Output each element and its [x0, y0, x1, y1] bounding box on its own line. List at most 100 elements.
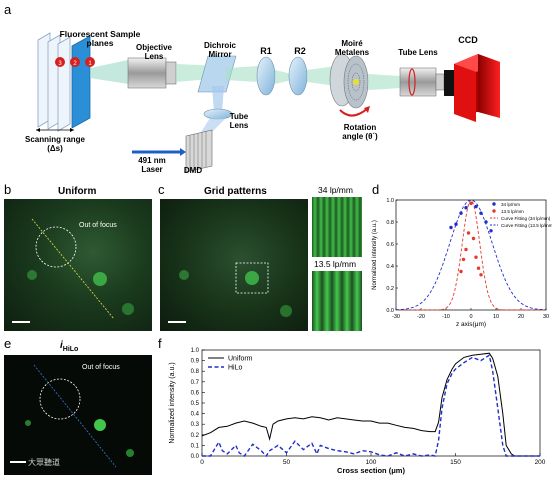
legend-label-f: Uniform	[228, 356, 253, 363]
x-tick-label-d: 20	[518, 314, 524, 320]
roi-box	[235, 262, 269, 294]
moire-metalens	[329, 53, 369, 109]
label-out-of-focus-e: Out of focus	[82, 364, 120, 371]
dichroic-mirror	[197, 55, 237, 93]
watermark: 大眾聽道	[28, 458, 60, 467]
label-scanning-range: Scanning range	[24, 135, 85, 144]
plot-frame-f	[201, 349, 541, 457]
x-axis-label-d: z axis(μm)	[456, 321, 486, 328]
title-hilo: iHiLo	[60, 340, 78, 353]
relay-lens-r2	[288, 56, 308, 96]
y-tick-label-d: 0.4	[386, 264, 394, 270]
data-point-d	[474, 255, 478, 259]
x-tick-label-d: 0	[469, 314, 472, 320]
y-tick-label-f: 0.4	[191, 412, 200, 418]
y-tick-label-d: 0.0	[386, 308, 394, 314]
plane-marker-3	[55, 57, 65, 67]
title-uniform: Uniform	[58, 186, 97, 197]
x-axis-label-f: Cross section (μm)	[337, 466, 405, 475]
optical-schematic: 3 2 1	[36, 32, 500, 173]
data-point-d	[459, 211, 463, 215]
label-fluorescent-sample-planes: Fluorescent Sample planes	[59, 29, 141, 48]
fit-curve-d	[396, 199, 546, 311]
y-tick-label-d: 0.8	[386, 220, 394, 226]
panel-label-a: a	[4, 2, 12, 17]
ccd-camera	[444, 54, 500, 122]
y-tick-label-f: 0.6	[191, 390, 200, 396]
panel-label-e: e	[4, 336, 12, 351]
beam-sample-objective	[90, 60, 128, 84]
y-tick-label-f: 0.9	[191, 359, 200, 365]
y-axis-label-d: Normalized intensity (a.u.)	[372, 220, 378, 290]
data-point-d	[474, 204, 478, 209]
hilo-image: Out of focus 大眾聽道	[4, 355, 152, 475]
label-rotation-angle: Rotation angle (θ´)	[342, 123, 378, 141]
label-moire-metalens: Moiré Metalens	[334, 39, 370, 57]
y-tick-label-d: 0.6	[386, 242, 394, 248]
legend-label-d: 34 lp/mm	[501, 202, 520, 207]
data-point-d	[466, 231, 471, 235]
x-tick-label-d: -10	[442, 314, 450, 320]
label-tube-lens-top: Tube Lens	[398, 48, 438, 57]
fluorescent-spot	[122, 303, 134, 315]
label-delta-s: (Δs)	[47, 144, 63, 153]
fluorescent-spot	[25, 420, 31, 426]
data-point-d	[464, 247, 468, 252]
y-tick-label-f: 0.5	[191, 401, 200, 407]
y-tick-label-f: 0.7	[191, 380, 200, 386]
label-dichroic-mirror: Dichroic Mirror	[203, 41, 236, 59]
y-tick-label-d: 1.0	[386, 198, 394, 204]
objective-lens	[127, 57, 167, 89]
fluorescent-spot	[94, 419, 106, 431]
x-tick-label-f: 50	[283, 459, 291, 466]
label-freq-135: 13.5 lp/mm	[314, 259, 357, 269]
panel-label-c: c	[158, 182, 165, 197]
legend-label-f: HiLo	[228, 365, 243, 372]
plane-marker-1	[85, 57, 95, 67]
y-tick-label-f: 0.2	[191, 433, 200, 439]
data-point-d	[464, 206, 468, 210]
uniform-image: Out of focus	[4, 199, 152, 331]
plane-number-1: 1	[88, 61, 92, 67]
title-hilo-sub: HiLo	[62, 346, 79, 353]
panel-label-b: b	[4, 182, 12, 197]
x-tick-label-d: -20	[417, 314, 425, 320]
panel-label-d: d	[372, 182, 380, 197]
data-point-d	[469, 201, 473, 205]
fluorescent-spot	[126, 449, 134, 457]
fluorescent-spot	[280, 305, 292, 317]
scale-bar-c	[168, 321, 186, 323]
legend-label-d: 13.5 lp/mm	[501, 209, 524, 214]
fit-curve-d	[395, 199, 547, 311]
label-r2: R2	[294, 46, 306, 56]
rotation-arrow	[339, 107, 369, 117]
data-point-d	[454, 222, 458, 226]
plane-marker-2	[70, 57, 80, 67]
panel-label-f: f	[158, 336, 162, 351]
scale-bar-b	[12, 321, 30, 323]
plane-number-3: 3	[58, 61, 62, 67]
data-point-d	[459, 269, 463, 274]
fluorescent-spot	[245, 271, 259, 285]
grid-image	[160, 199, 308, 331]
label-ccd: CCD	[458, 35, 478, 45]
fluorescent-spot	[179, 270, 189, 280]
data-point-d	[449, 225, 453, 230]
y-tick-label-f: 0.0	[191, 454, 200, 460]
y-tick-label-f: 0.3	[191, 422, 200, 428]
data-point-d	[479, 211, 483, 215]
out-of-focus-circle-b	[35, 226, 77, 268]
x-tick-label-d: -30	[392, 314, 400, 320]
legend-marker-d	[492, 202, 496, 206]
x-tick-label-d: 30	[543, 314, 549, 320]
x-tick-label-d: 10	[493, 314, 499, 320]
x-tick-label-f: 150	[450, 459, 461, 466]
label-freq-34: 34 lp/mm	[318, 185, 353, 195]
data-point-d	[484, 220, 488, 224]
y-axis-label-f: Normalized intensity (a.u.)	[169, 362, 176, 443]
label-r1: R1	[260, 46, 272, 56]
x-tick-label-f: 0	[200, 459, 204, 466]
data-point-d	[471, 236, 476, 241]
x-tick-label-f: 200	[535, 459, 546, 466]
